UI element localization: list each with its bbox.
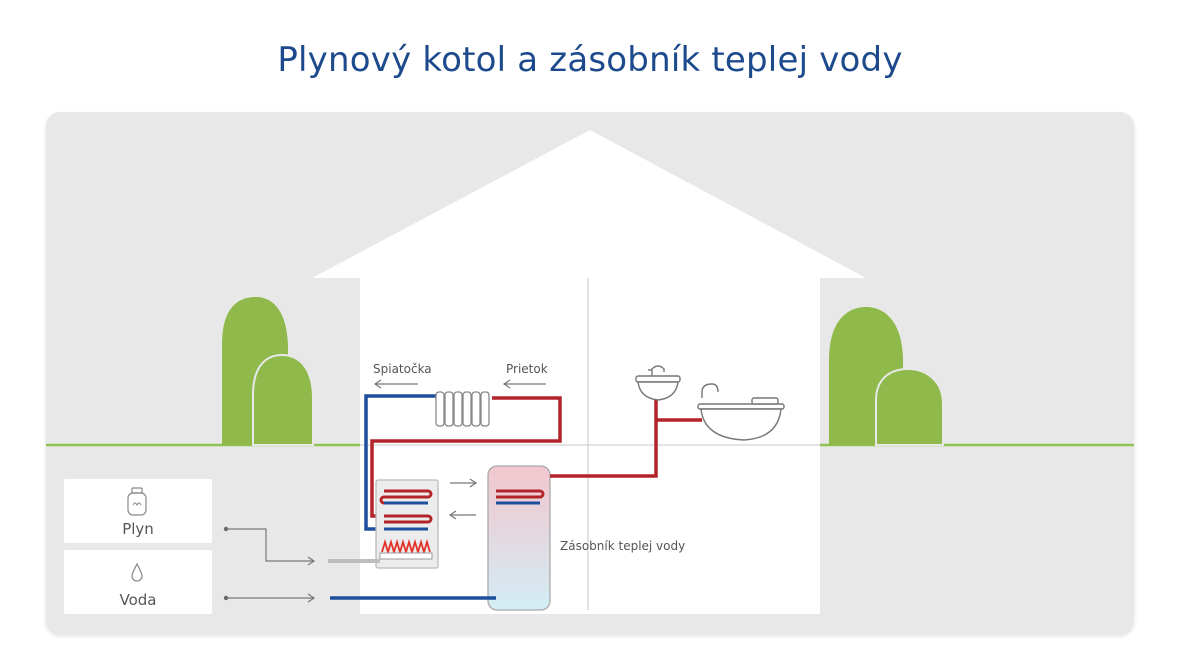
burner-bar [379,552,433,560]
hot-water-pipe [550,396,658,478]
water-drop-icon [131,562,143,582]
to-tank-arrow [450,478,478,488]
storage-tank [487,465,551,611]
tree-right [829,307,944,446]
burner-flames [381,538,431,556]
boiler-coil-lower [384,514,433,531]
legend-gas-label: Plyn [122,520,154,538]
gas-bottle-icon [127,487,147,516]
return-arrow [373,379,418,389]
legend-water-label: Voda [119,591,157,609]
page-title: Plynový kotol a zásobník teplej vody [277,40,903,80]
storage-tank-label: Zásobník teplej vody [560,539,686,553]
return-label: Spiatočka [373,362,432,376]
tank-coil [496,489,545,505]
from-tank-arrow [448,510,476,520]
boiler-coil-upper [379,489,433,505]
flow-label: Prietok [506,362,548,376]
house-roof [312,130,866,278]
legend-water: Voda [64,550,212,614]
bathtub-icon [697,383,785,441]
water-supply-arrowhead [307,593,316,603]
sink-icon [635,365,681,401]
gas-supply-line [226,528,314,562]
radiator [435,391,490,427]
gas-supply-arrowhead [307,556,316,566]
tree-left [222,297,314,446]
flow-arrow [502,379,546,389]
legend-gas: Plyn [64,479,212,543]
